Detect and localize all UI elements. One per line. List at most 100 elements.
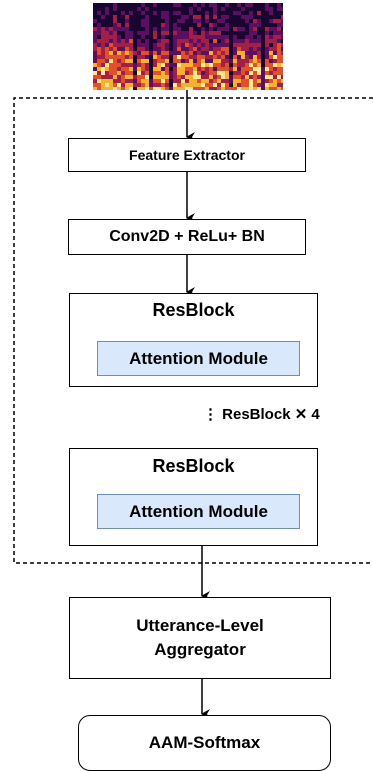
spectrogram-cell [125, 35, 129, 39]
spectrogram-cell [217, 47, 221, 51]
spectrogram-cell [129, 79, 133, 83]
spectrogram-cell [217, 67, 221, 71]
spectrogram-cell [217, 43, 221, 47]
spectrogram-cell [177, 3, 181, 7]
spectrogram-cell [173, 51, 177, 55]
spectrogram-cell [237, 47, 241, 51]
spectrogram-cell [185, 15, 189, 19]
spectrogram-cell [133, 83, 137, 87]
spectrogram-cell [221, 15, 225, 19]
spectrogram-cell [281, 11, 283, 15]
spectrogram-cell [217, 39, 221, 43]
spectrogram-cell [221, 23, 225, 27]
spectrogram-cell [153, 15, 157, 19]
spectrogram-cell [181, 35, 185, 39]
spectrogram-cell [125, 51, 129, 55]
spectrogram-cell [129, 51, 133, 55]
spectrogram-cell [125, 39, 129, 43]
spectrogram-cell [269, 59, 273, 63]
spectrogram-cell [169, 51, 173, 55]
spectrogram-cell [97, 27, 101, 31]
spectrogram-cell [145, 23, 149, 27]
spectrogram-cell [197, 79, 201, 83]
spectrogram-cell [101, 75, 105, 79]
spectrogram-cell [245, 63, 249, 67]
spectrogram-cell [129, 35, 133, 39]
spectrogram-cell [241, 3, 245, 7]
spectrogram-cell [201, 83, 205, 87]
spectrogram-cell [261, 83, 265, 87]
spectrogram-cell [97, 43, 101, 47]
spectrogram-cell [161, 55, 165, 59]
spectrogram-cell [117, 39, 121, 43]
spectrogram-cell [165, 3, 169, 7]
spectrogram-cell [165, 23, 169, 27]
spectrogram-cell [193, 43, 197, 47]
spectrogram-cell [277, 35, 281, 39]
spectrogram-cell [233, 51, 237, 55]
spectrogram-cell [253, 35, 257, 39]
spectrogram-cell [277, 75, 281, 79]
spectrogram-cell [241, 19, 245, 23]
spectrogram-cell [133, 63, 137, 67]
spectrogram-cell [273, 3, 277, 7]
spectrogram-cell [137, 31, 141, 35]
spectrogram-cell [97, 23, 101, 27]
spectrogram-cell [121, 7, 125, 11]
spectrogram-cell [189, 55, 193, 59]
spectrogram-cell [261, 55, 265, 59]
spectrogram-cell [173, 67, 177, 71]
spectrogram-cell [273, 39, 277, 43]
spectrogram-cell [93, 3, 97, 7]
spectrogram-cell [165, 19, 169, 23]
spectrogram-cell [213, 55, 217, 59]
spectrogram-cell [177, 27, 181, 31]
spectrogram-cell [93, 55, 97, 59]
spectrogram-cell [93, 75, 97, 79]
spectrogram-cell [261, 15, 265, 19]
spectrogram-cell [93, 27, 97, 31]
spectrogram-cell [105, 63, 109, 67]
spectrogram-cell [105, 19, 109, 23]
spectrogram-cell [269, 3, 273, 7]
spectrogram-cell [165, 83, 169, 87]
spectrogram-cell [245, 35, 249, 39]
spectrogram-cell [245, 87, 249, 90]
spectrogram-cell [241, 63, 245, 67]
spectrogram-cell [201, 15, 205, 19]
spectrogram-cell [165, 51, 169, 55]
spectrogram-cell [277, 3, 281, 7]
spectrogram-cell [281, 35, 283, 39]
spectrogram-cell [129, 59, 133, 63]
spectrogram-cell [117, 83, 121, 87]
spectrogram-cell [149, 11, 153, 15]
spectrogram-cell [101, 79, 105, 83]
spectrogram-cell [189, 83, 193, 87]
spectrogram-cell [177, 63, 181, 67]
spectrogram-cell [237, 7, 241, 11]
spectrogram-cell [149, 23, 153, 27]
spectrogram-cell [217, 75, 221, 79]
spectrogram-cell [133, 87, 137, 90]
spectrogram-cell [229, 31, 233, 35]
spectrogram-cell [213, 35, 217, 39]
feature-extractor-label: Feature Extractor [129, 147, 245, 163]
spectrogram-cell [193, 75, 197, 79]
spectrogram-cell [281, 43, 283, 47]
spectrogram-cell [245, 75, 249, 79]
spectrogram-cell [265, 39, 269, 43]
spectrogram-cell [109, 83, 113, 87]
spectrogram-cell [93, 15, 97, 19]
spectrogram-cell [105, 51, 109, 55]
spectrogram-cell [157, 87, 161, 90]
spectrogram-cell [221, 11, 225, 15]
spectrogram-cell [153, 19, 157, 23]
spectrogram-cell [125, 27, 129, 31]
spectrogram-cell [253, 43, 257, 47]
spectrogram-cell [121, 23, 125, 27]
spectrogram-cell [137, 83, 141, 87]
spectrogram-cell [101, 71, 105, 75]
spectrogram-cell [145, 63, 149, 67]
spectrogram-cell [269, 47, 273, 51]
